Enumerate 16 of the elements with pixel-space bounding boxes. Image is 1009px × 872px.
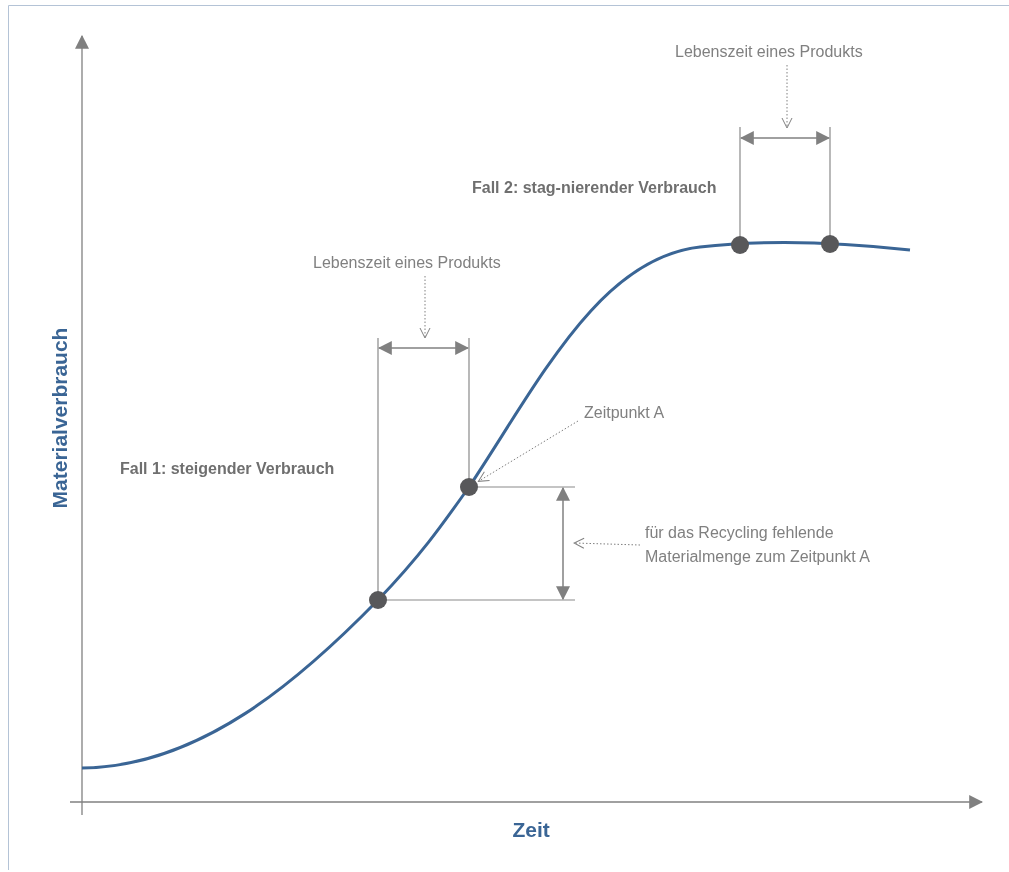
case-heading: Fall 2: stag-nierender Verbrauch	[472, 178, 717, 198]
annotation-text: Zeitpunkt A	[584, 402, 665, 424]
axis-title: Materialverbrauch	[48, 327, 71, 509]
leader-line	[573, 537, 641, 549]
data-point	[369, 591, 387, 609]
annotation-text: für das Recycling fehlende Materialmenge zum Zeitpunkt A	[645, 521, 935, 569]
annotation-text: Lebenszeit eines Produkts	[313, 252, 501, 274]
annotation-text: Lebenszeit eines Produkts	[675, 41, 863, 63]
data-point	[821, 235, 839, 253]
leader-line	[781, 64, 793, 129]
leader-line	[419, 275, 431, 339]
leader-line	[477, 420, 579, 482]
case-heading: Fall 1: steigender Verbrauch	[120, 459, 335, 479]
data-point	[731, 236, 749, 254]
data-point	[460, 478, 478, 496]
axis-title: Zeit	[512, 819, 550, 841]
